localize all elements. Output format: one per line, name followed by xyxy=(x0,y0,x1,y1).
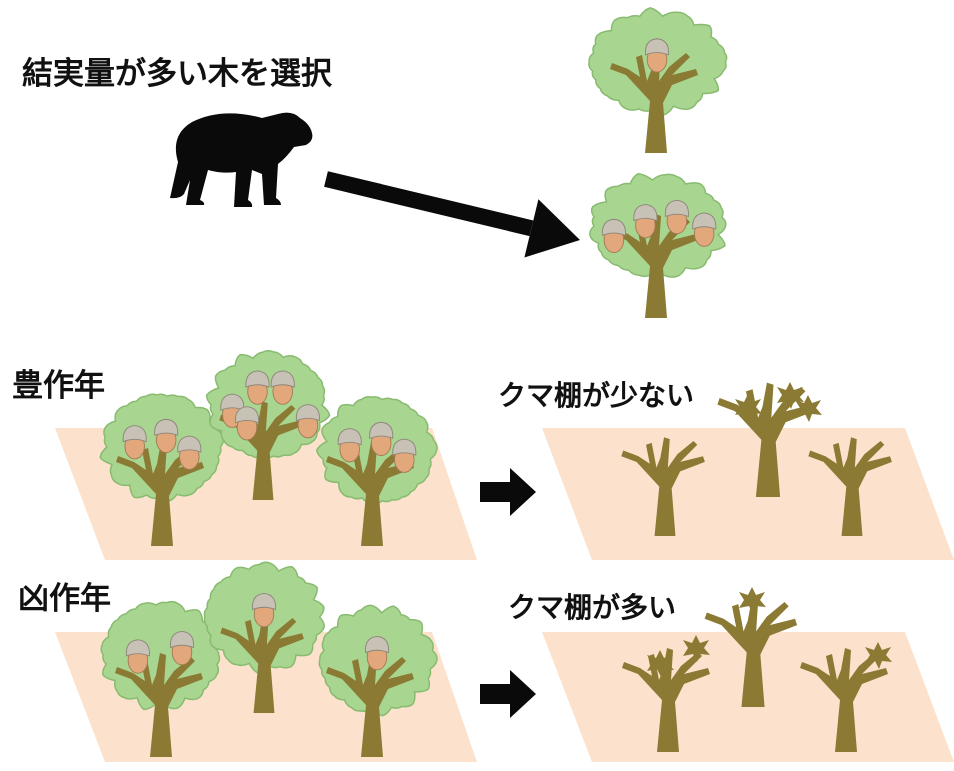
acorn-icon xyxy=(125,639,150,674)
acorn-icon xyxy=(122,425,147,460)
acorn-icon xyxy=(245,370,270,405)
tree xyxy=(99,393,225,546)
tree xyxy=(318,604,438,757)
acorn-icon xyxy=(633,204,658,239)
year-label: 豊作年 xyxy=(12,368,105,404)
acorn-icon xyxy=(644,38,670,73)
acorn-icon xyxy=(177,435,202,470)
ground-plane xyxy=(542,428,954,560)
bear-shelf-icon xyxy=(739,587,766,614)
acorn-icon xyxy=(369,421,394,457)
arrow-icon xyxy=(324,171,580,258)
arrow-icon xyxy=(480,468,536,516)
tree xyxy=(206,349,331,500)
result-label: クマ棚が多い xyxy=(508,591,676,624)
tree xyxy=(203,561,325,713)
acorn-icon xyxy=(234,406,260,441)
tree xyxy=(588,7,728,153)
acorn-icon xyxy=(169,630,195,666)
top-caption: 結実量が多い木を選択 xyxy=(22,56,333,92)
acorn-icon xyxy=(664,199,689,235)
acorn-icon xyxy=(251,592,277,628)
acorn-icon xyxy=(692,212,717,247)
result-label: クマ棚が少ない xyxy=(498,379,694,412)
tree xyxy=(100,600,221,757)
bear-icon xyxy=(170,112,313,207)
acorn-icon xyxy=(295,404,320,439)
year-label: 凶作年 xyxy=(18,581,111,617)
acorn-icon xyxy=(364,635,390,671)
tree xyxy=(316,396,438,546)
acorn-icon xyxy=(392,438,417,473)
arrow-icon xyxy=(480,670,536,718)
acorn-icon xyxy=(337,428,362,463)
tree xyxy=(589,172,727,318)
acorn-icon xyxy=(270,370,295,405)
acorn-icon xyxy=(154,418,179,454)
acorn-icon xyxy=(601,218,626,254)
